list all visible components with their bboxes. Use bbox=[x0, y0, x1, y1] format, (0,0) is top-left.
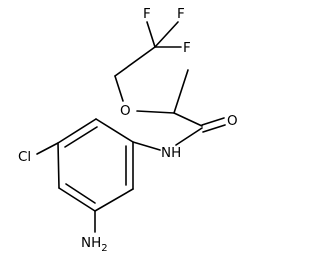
bond-ch-carbonyl-carbon bbox=[173, 112, 203, 127]
bond-ch2-oxygen bbox=[114, 75, 124, 102]
bond-cf3-f-top-left bbox=[146, 21, 156, 48]
bond-carbonyl-double-a bbox=[201, 117, 225, 126]
fluorine-label-right: F bbox=[183, 40, 191, 56]
bond-cf3-f-top-right bbox=[154, 21, 179, 48]
ether-oxygen-label: O bbox=[120, 103, 131, 119]
amine-nh-text: NH bbox=[81, 235, 101, 251]
bond-nh-ring bbox=[132, 141, 161, 151]
bond-ch-methyl bbox=[173, 69, 189, 114]
ring-inner-bond-a bbox=[64, 126, 98, 148]
bond-oxygen-ch bbox=[136, 110, 175, 114]
structure-diagram: F F F O O NH Cl NH2 bbox=[18, 6, 238, 254]
amine-label: NH2 bbox=[81, 235, 108, 254]
amide-nh-label: NH bbox=[161, 145, 181, 161]
fluorine-label-top-left: F bbox=[143, 6, 151, 22]
ring-bond-3 bbox=[57, 142, 60, 189]
carbonyl-oxygen-label: O bbox=[227, 113, 238, 129]
bond-carbonyl-nh bbox=[175, 127, 203, 146]
bond-cf3-ch2 bbox=[114, 46, 156, 77]
ring-bond-2 bbox=[57, 118, 97, 144]
bond-carbonyl-double-b bbox=[202, 124, 226, 133]
ring-bond-4 bbox=[58, 187, 96, 212]
bonds bbox=[36, 21, 226, 233]
bond-ring-chlorine bbox=[36, 142, 59, 155]
atom-labels: F F F O O NH Cl NH2 bbox=[18, 6, 238, 254]
ring-inner-bond-b bbox=[65, 183, 96, 204]
fluorine-label-top-right: F bbox=[177, 6, 185, 22]
ring-bond-1 bbox=[95, 118, 134, 143]
ring-bond-5 bbox=[94, 188, 134, 212]
amine-subscript: 2 bbox=[101, 243, 107, 254]
chlorine-label: Cl bbox=[18, 149, 31, 165]
